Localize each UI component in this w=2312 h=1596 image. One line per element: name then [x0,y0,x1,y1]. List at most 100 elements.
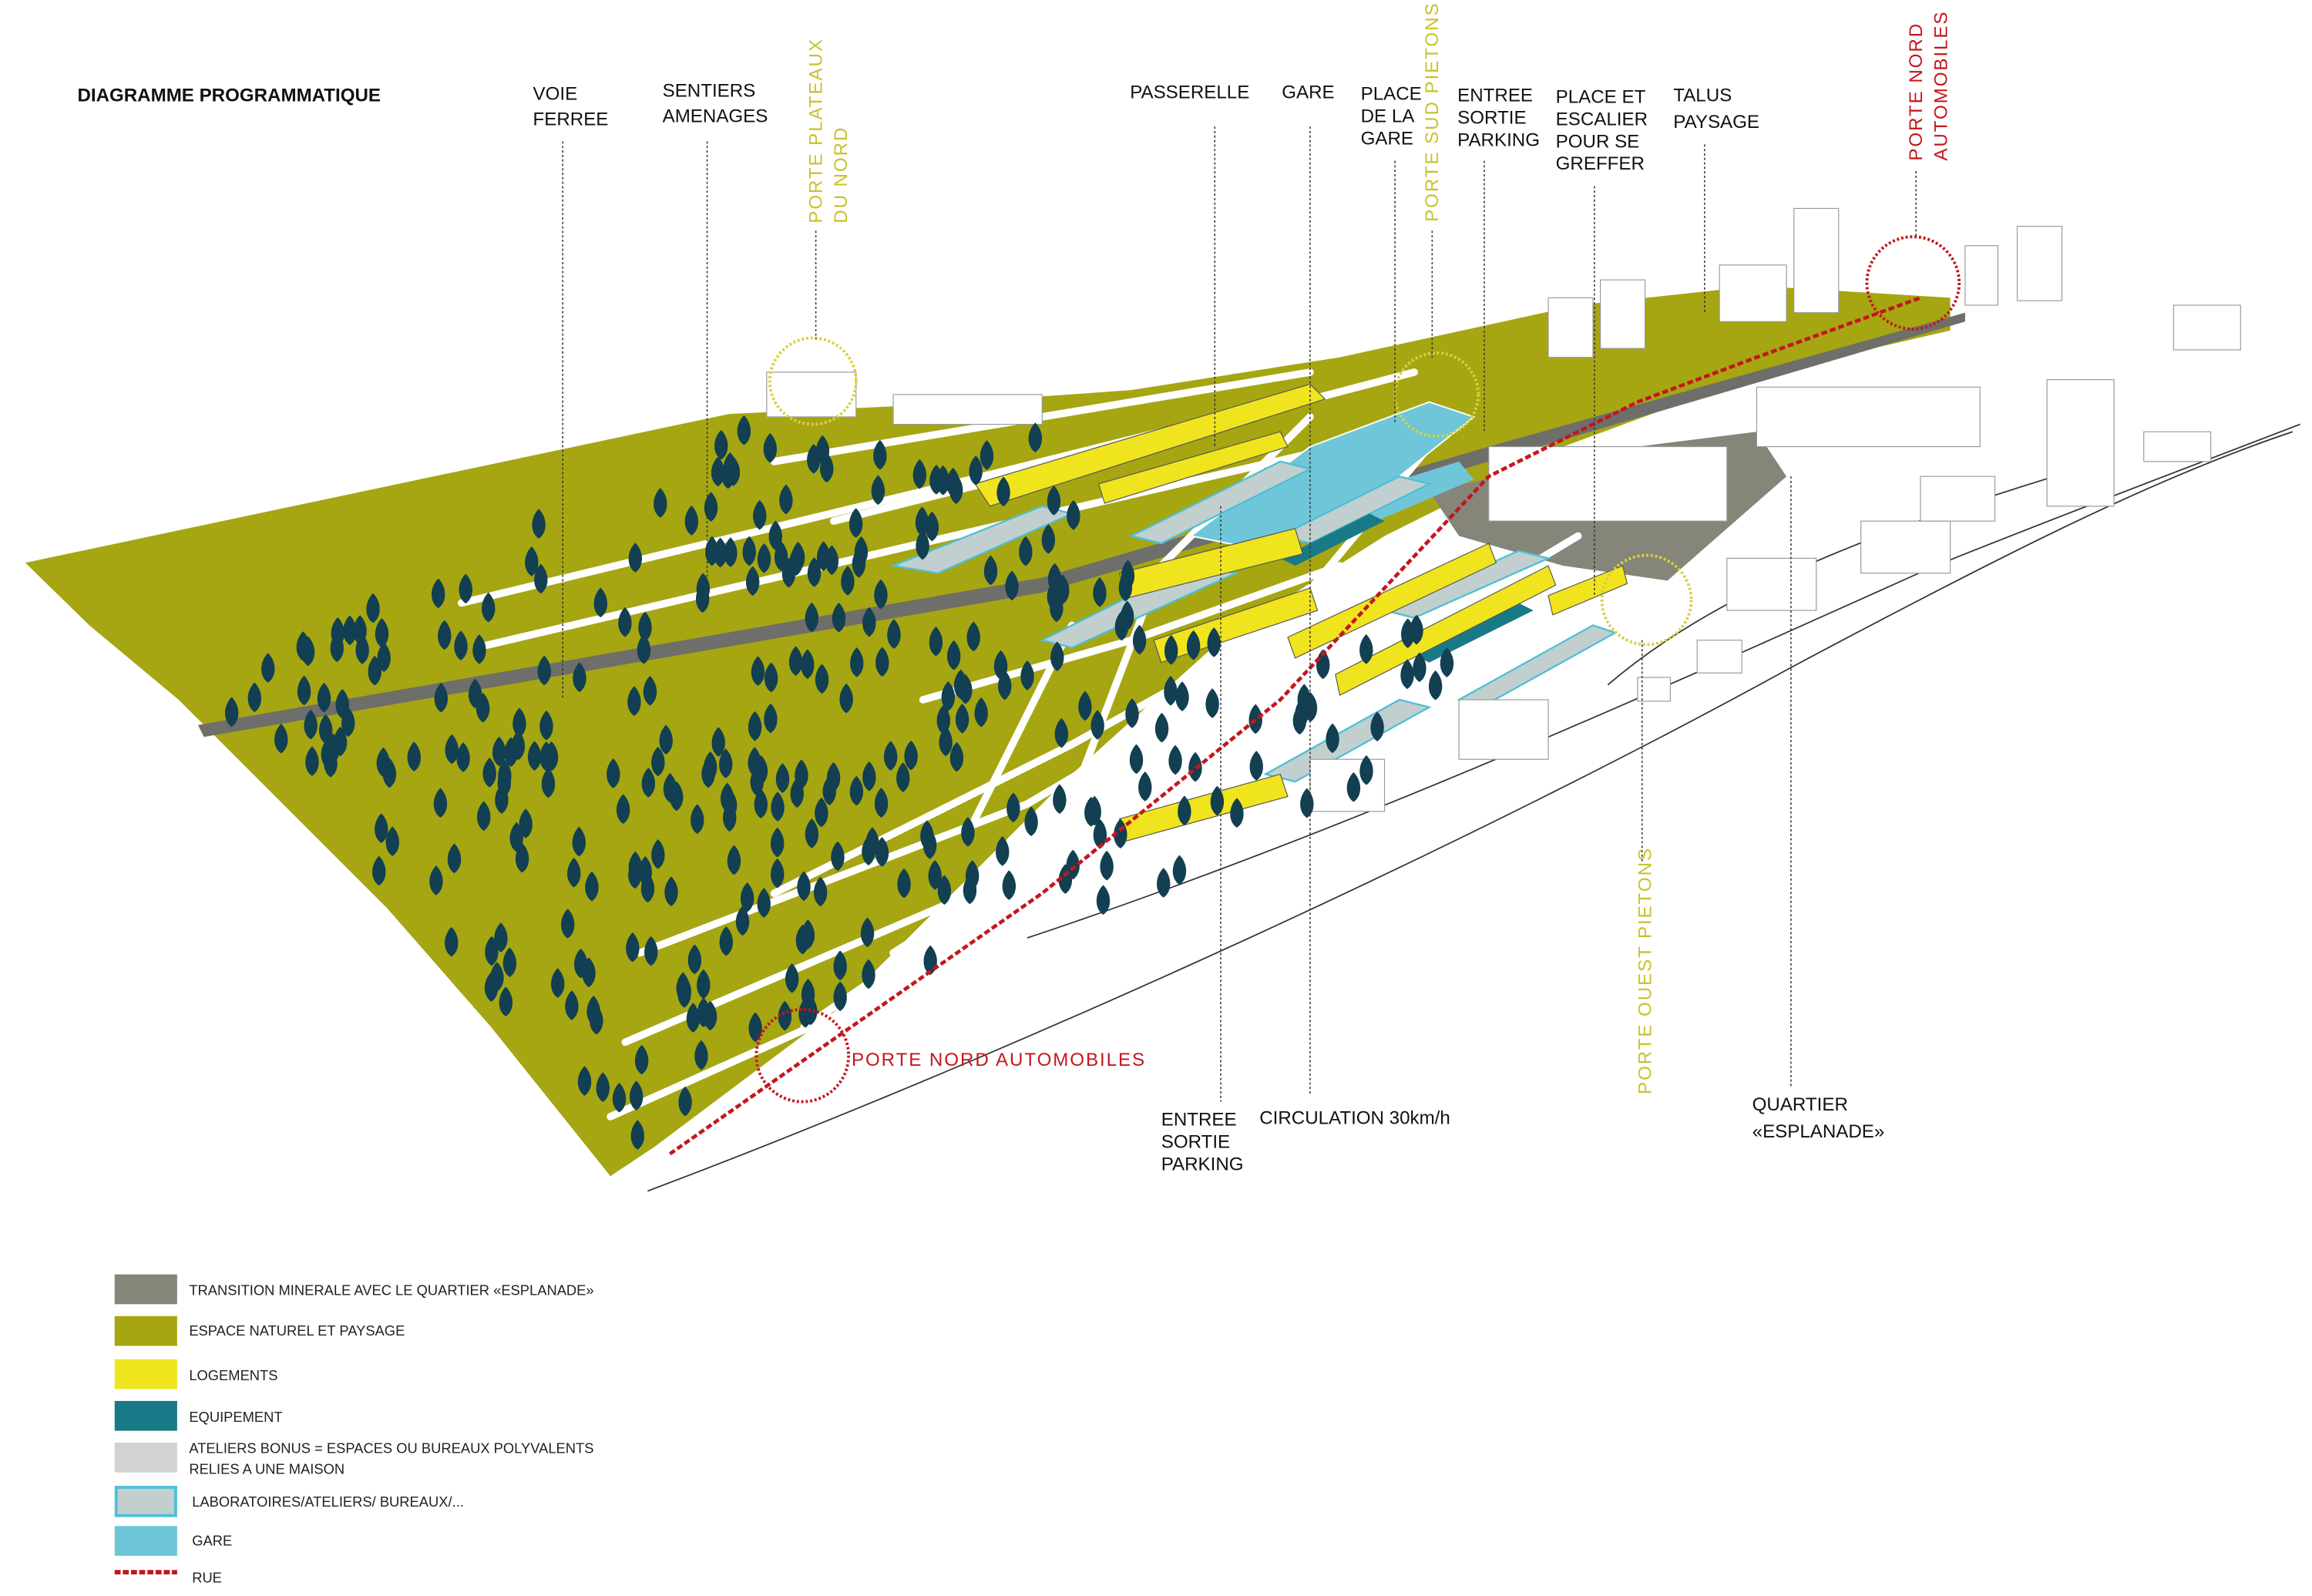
tree-icon [862,761,876,791]
tree-icon [482,592,496,623]
tree-icon [1067,500,1080,530]
tree-icon [498,759,512,790]
tree-icon [567,857,581,888]
tree-icon [317,682,331,713]
label-porte-nord-bottom: PORTE NORD AUTOMOBILES [852,1050,1146,1070]
tree-icon [577,1066,592,1096]
tree-icon [1002,870,1017,900]
tree-icon [651,746,665,777]
tree-icon [1428,670,1443,701]
tree-icon [1164,634,1178,665]
tree-icon [862,606,876,637]
tree-icon [607,758,620,788]
tree-icon [445,734,459,764]
street-rue [668,296,1921,1156]
tree-icon [1230,798,1244,828]
tree-icon [928,860,942,890]
tree-icon [887,619,901,649]
tree-icon [684,506,699,536]
tree-icon [482,758,496,788]
tree-icon [305,746,319,777]
label-gare: GARE [1282,82,1334,103]
tree-icon [274,723,288,754]
tree-icon [801,649,815,680]
tree-icon [832,603,846,633]
tree-icon [637,634,651,664]
tree-icon [407,741,422,772]
tree-icon [779,484,793,515]
tree-icon [771,791,785,822]
tree-icon [618,606,632,637]
tree-icon [333,726,348,757]
tree-icon [1096,885,1111,916]
tree-icon [983,555,998,586]
tree-icon [862,959,875,990]
tree-icon [727,845,741,875]
tree-icon [644,936,658,966]
tree-icon [849,508,863,538]
tree-icon [788,646,803,677]
site-model [25,207,2300,1192]
tree-icon [754,788,768,819]
tree-icon [1346,771,1361,802]
tree-icon [664,876,678,906]
tree-icon [949,741,964,772]
legend-swatch-transition [114,1274,177,1305]
tree-icon [764,662,778,693]
tree-icon [753,499,767,530]
tree-icon [875,837,889,867]
legend-label: LABORATOIRES/ATELIERS/ BUREAUX/... [192,1494,464,1510]
legend-label: ESPACE NATUREL ET PAYSAGE [189,1322,405,1339]
tree-icon [816,541,831,571]
tree-icon [1125,698,1139,728]
tree-icon [974,697,988,727]
tree-icon [677,978,691,1008]
tree-icon [593,587,607,618]
tree-icon [720,782,734,813]
tree-icon [550,968,565,998]
tree-icon [1078,690,1092,721]
tree-icon [774,541,788,572]
gate-porte-ouest [1600,553,1693,647]
tree-icon [438,620,452,650]
tree-icon [296,631,311,661]
tree-icon [686,1003,701,1033]
tree-icon [1359,754,1373,785]
tree-icon [565,990,579,1020]
tree-icon [626,932,640,963]
tree-icon [687,944,702,975]
tree-icon [1400,659,1414,690]
tree-icon [468,678,482,709]
tree-icon [841,566,855,596]
tree-icon [1178,795,1191,826]
tree-icon [815,664,829,694]
tree-icon [946,467,960,498]
tree-icon [385,826,399,856]
tree-icon [1019,536,1033,566]
tree-icon [854,536,869,566]
tree-icon [807,443,821,474]
tree-icon [1005,570,1019,601]
tree-icon [659,724,673,755]
tree-icon [771,827,785,858]
tree-icon [1093,818,1107,849]
legend-swatch-espace-naturel [114,1315,177,1346]
tree-icon [980,440,994,470]
tree-icon [711,727,725,757]
tree-icon [694,1040,708,1070]
tree-icon [297,675,311,706]
tree-icon [539,711,553,741]
tree-icon [1028,422,1043,452]
tree-icon [1053,784,1067,815]
tree-icon [820,452,834,483]
tree-icon [628,543,642,573]
tree-icon [641,768,656,798]
tree-icon [560,909,575,939]
tree-icon [1020,660,1034,690]
tree-icon [456,742,470,772]
tree-icon [925,511,939,542]
tree-icon [775,763,790,793]
